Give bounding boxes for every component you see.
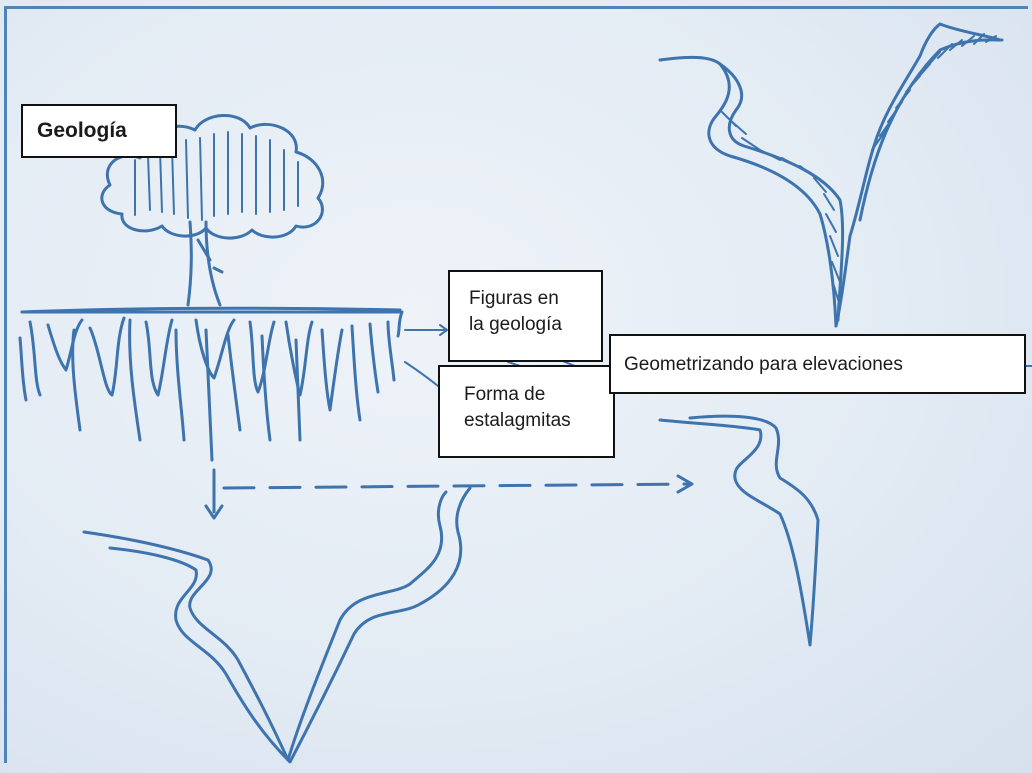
label-geometrizando: Geometrizando para elevaciones xyxy=(609,334,1026,394)
label-forma-line-2: estalagmitas xyxy=(464,409,571,431)
label-figuras-line-2: la geología xyxy=(469,313,562,335)
tree-trunk xyxy=(186,220,224,307)
figure-frame xyxy=(4,6,1028,763)
tree-canopy-outline xyxy=(100,114,325,240)
stalagmite-large xyxy=(82,486,472,764)
label-forma-line-1: Forma de xyxy=(464,384,546,405)
ground-section xyxy=(18,306,404,462)
arrow-to-forma xyxy=(404,361,439,387)
label-geometrizando-text: Geometrizando para elevaciones xyxy=(624,354,903,375)
label-forma-de-estalagmitas: Forma de estalagmitas xyxy=(438,365,615,458)
label-geologia-text: Geología xyxy=(37,119,127,142)
label-geologia: Geología xyxy=(21,104,177,158)
label-figuras-line-1: Figuras en xyxy=(469,288,559,309)
flow-arrows xyxy=(204,468,694,520)
label-figuras-en-la-geologia: Figuras en la geología xyxy=(448,270,603,362)
elevation-shape xyxy=(658,22,1004,328)
stalagmite-right xyxy=(658,414,820,647)
tree-drawing xyxy=(100,114,325,307)
dashed-arrow xyxy=(222,482,692,490)
